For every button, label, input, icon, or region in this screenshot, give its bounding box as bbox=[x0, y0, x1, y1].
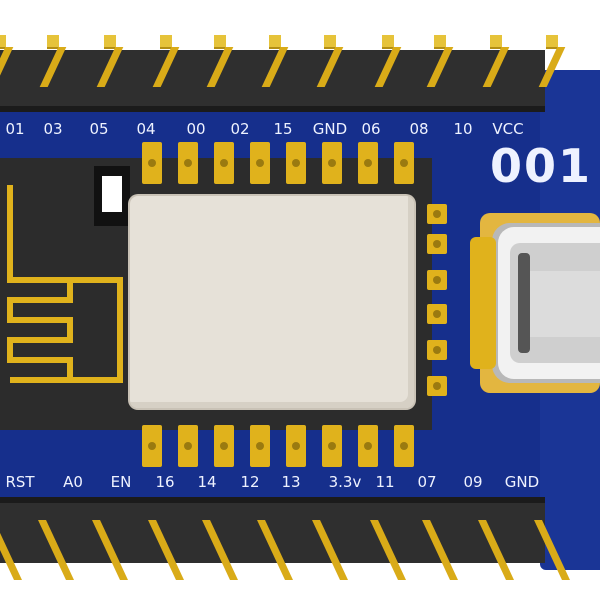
bottom-label-11: GND bbox=[504, 473, 540, 491]
header-pin bbox=[0, 35, 6, 47]
bottom-label-0: RST bbox=[5, 473, 35, 491]
top-label-1: 03 bbox=[43, 120, 63, 138]
top-label-9: 08 bbox=[409, 120, 429, 138]
pad-hole bbox=[148, 159, 156, 167]
pad-hole bbox=[433, 240, 441, 248]
pad-hole bbox=[433, 346, 441, 354]
pad-hole bbox=[292, 159, 300, 167]
bottom-label-10: 09 bbox=[463, 473, 483, 491]
pad-hole bbox=[400, 159, 408, 167]
header-pin bbox=[490, 35, 502, 47]
bottom-label-7: 3.3v bbox=[328, 473, 362, 491]
pcb-antenna-trace bbox=[7, 185, 123, 383]
bottom-label-2: EN bbox=[110, 473, 132, 491]
pad-hole bbox=[364, 442, 372, 450]
pad-hole bbox=[328, 159, 336, 167]
bottom-label-3: 16 bbox=[155, 473, 175, 491]
pad-hole bbox=[220, 442, 228, 450]
rf-shield-can bbox=[130, 196, 414, 408]
top-label-5: 02 bbox=[230, 120, 250, 138]
pad-hole bbox=[328, 442, 336, 450]
bottom-label-4: 14 bbox=[197, 473, 217, 491]
pad-hole bbox=[364, 159, 372, 167]
usb-c-port[interactable] bbox=[470, 213, 600, 393]
header-pin bbox=[434, 35, 446, 47]
top-pin-header bbox=[0, 50, 545, 112]
header-pin bbox=[382, 35, 394, 47]
top-label-0: 01 bbox=[5, 120, 25, 138]
top-label-11: VCC bbox=[492, 120, 524, 138]
pad-hole bbox=[400, 442, 408, 450]
top-label-2: 05 bbox=[89, 120, 109, 138]
header-pin bbox=[546, 35, 558, 47]
bottom-label-9: 07 bbox=[417, 473, 437, 491]
pad-hole bbox=[256, 442, 264, 450]
board-marking: 001 bbox=[490, 139, 593, 193]
bottom-label-6: 13 bbox=[281, 473, 301, 491]
pad-hole bbox=[292, 442, 300, 450]
header-pin bbox=[160, 35, 172, 47]
bottom-label-5: 12 bbox=[240, 473, 260, 491]
pad-hole bbox=[220, 159, 228, 167]
header-pin bbox=[104, 35, 116, 47]
pad-hole bbox=[256, 159, 264, 167]
pad-hole bbox=[433, 382, 441, 390]
pad-hole bbox=[148, 442, 156, 450]
pad-hole bbox=[433, 310, 441, 318]
top-label-8: 06 bbox=[361, 120, 381, 138]
bottom-label-1: A0 bbox=[63, 473, 83, 491]
indicator-marker bbox=[94, 166, 130, 226]
top-label-6: 15 bbox=[273, 120, 293, 138]
top-label-7: GND bbox=[312, 120, 348, 138]
top-label-10: 10 bbox=[453, 120, 473, 138]
header-pin bbox=[269, 35, 281, 47]
bottom-label-8: 11 bbox=[375, 473, 395, 491]
top-label-4: 00 bbox=[186, 120, 206, 138]
pad-hole bbox=[433, 276, 441, 284]
pad-hole bbox=[433, 210, 441, 218]
header-pin bbox=[214, 35, 226, 47]
top-label-3: 04 bbox=[136, 120, 156, 138]
pad-hole bbox=[184, 442, 192, 450]
header-pin bbox=[47, 35, 59, 47]
header-pin bbox=[324, 35, 336, 47]
pad-hole bbox=[184, 159, 192, 167]
